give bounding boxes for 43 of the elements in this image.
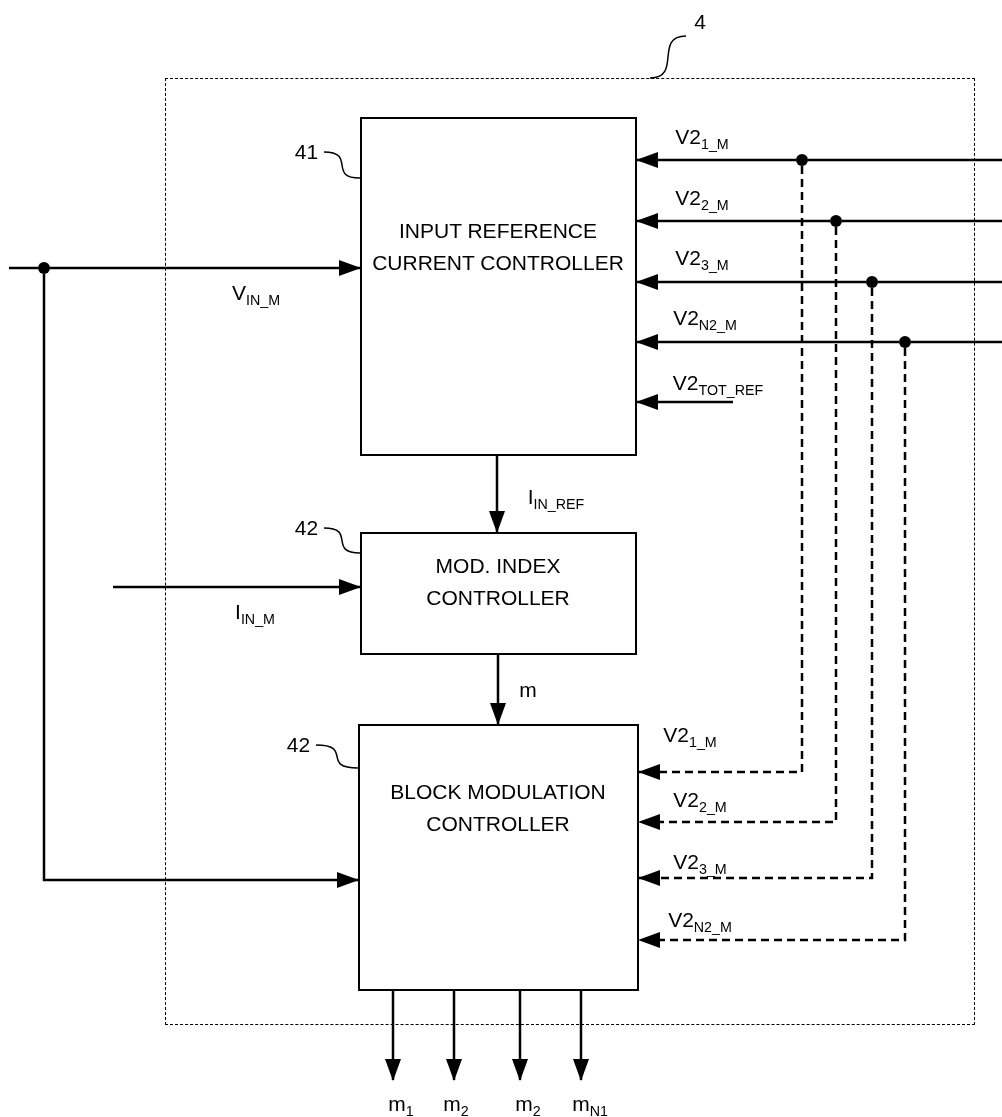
arrow — [50, 260, 361, 276]
junction-dot — [38, 262, 50, 274]
arrow — [489, 456, 505, 533]
junction-dot — [865, 275, 878, 288]
arrow — [638, 227, 838, 830]
process-box — [359, 531, 637, 655]
arrow — [638, 288, 874, 886]
junction-dot — [829, 214, 842, 227]
arrow — [636, 394, 733, 410]
arrow — [512, 991, 528, 1081]
leader-line — [323, 527, 361, 554]
signal-line — [878, 280, 1002, 284]
reference-number: 42 — [294, 515, 319, 540]
signal-line — [9, 266, 38, 270]
reference-number: 42 — [286, 732, 311, 757]
leader-line — [323, 151, 361, 179]
arrow — [385, 991, 401, 1081]
arrow — [446, 991, 462, 1081]
reference-number: 41 — [294, 139, 319, 164]
leader-line — [649, 35, 687, 79]
signal-line — [842, 219, 1002, 223]
dashed-boundary — [165, 78, 975, 1025]
arrow — [636, 152, 796, 168]
reference-number: 4 — [694, 10, 706, 34]
arrow — [42, 274, 359, 888]
block-label: INPUT REFERENCE CURRENT CONTROLLER — [371, 217, 625, 277]
arrow — [573, 991, 589, 1081]
process-box — [359, 116, 637, 456]
process-box — [357, 723, 639, 991]
arrow — [636, 334, 899, 350]
junction-dot — [898, 335, 911, 348]
arrow — [636, 274, 866, 290]
leader-line — [315, 744, 359, 769]
arrow — [638, 166, 804, 780]
signal-line — [808, 158, 1002, 162]
arrow — [113, 579, 361, 595]
arrow — [490, 655, 506, 725]
arrow — [636, 213, 830, 229]
arrow — [638, 348, 907, 948]
block-label: MOD. INDEX CONTROLLER — [425, 552, 571, 612]
block-label: BLOCK MODULATION CONTROLLER — [389, 778, 607, 838]
junction-dot — [795, 153, 808, 166]
signal-line — [911, 340, 1002, 344]
